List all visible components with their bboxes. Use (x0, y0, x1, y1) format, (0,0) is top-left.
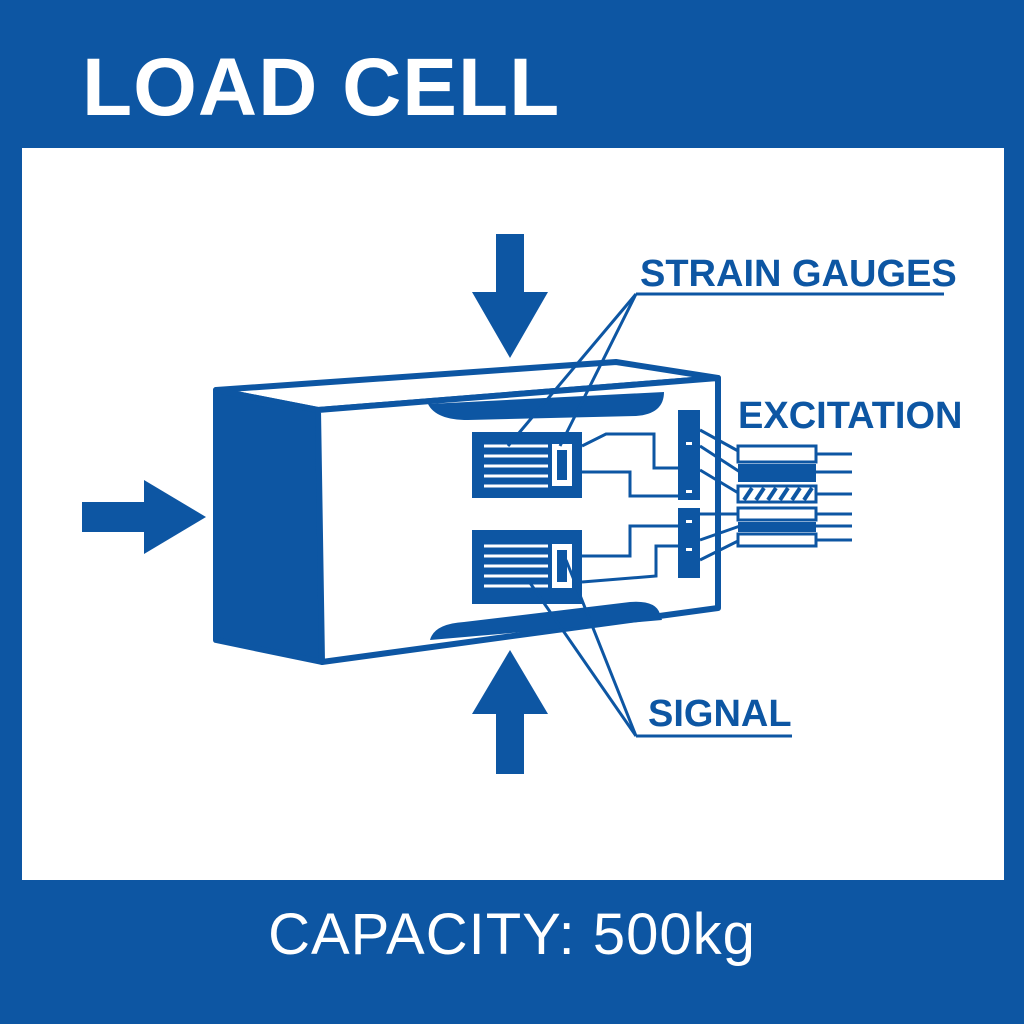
label-strain-gauges: STRAIN GAUGES (640, 253, 957, 295)
internal-wiring (581, 432, 680, 584)
strain-gauge-top (472, 432, 582, 498)
label-signal: SIGNAL (648, 693, 792, 735)
terminal-block (678, 410, 700, 578)
label-excitation: EXCITATION (738, 395, 962, 437)
strain-gauge-bottom (472, 530, 582, 604)
cable-bundle (699, 428, 852, 562)
arrow-right-icon (82, 480, 206, 554)
callout-signal-leader (526, 559, 792, 738)
arrow-up-icon (472, 650, 548, 774)
arrow-down-icon (472, 234, 548, 358)
load-cell-body (213, 359, 721, 665)
callout-strain-gauges-leader (506, 292, 944, 447)
page-title: LOAD CELL (82, 42, 561, 133)
capacity-label: CAPACITY: 500kg (268, 902, 756, 967)
